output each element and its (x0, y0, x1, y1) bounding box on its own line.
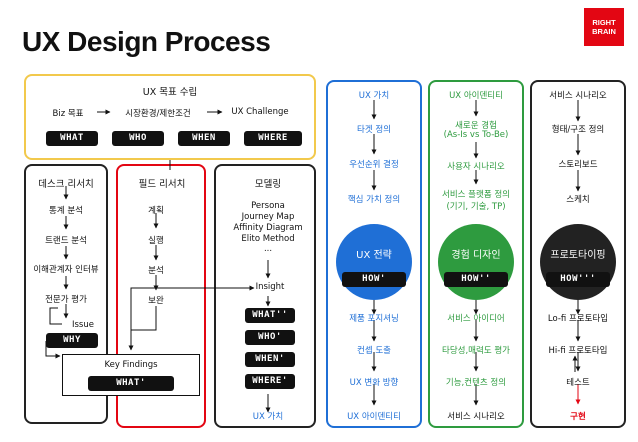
key-findings-box (62, 354, 200, 396)
experience-bottom-2: 타당성,매력도 평가 (442, 346, 510, 356)
goal-tag-when: WHEN (178, 131, 230, 146)
experience-bottom-3: 기능,컨텐츠 정의 (445, 378, 507, 388)
desk-step-3: 이해관계자 인터뷰 (33, 265, 99, 275)
desk-issue: Issue (72, 320, 94, 330)
desk-research-box (24, 164, 108, 424)
prototype-bottom-3: 테스트 (566, 378, 590, 388)
goal-tag-who: WHO (112, 131, 164, 146)
page-title: UX Design Process (22, 26, 271, 57)
desk-step-4: 전문가 평가 (45, 295, 87, 305)
prototype-top-2: 형태/구조 정의 (551, 125, 605, 135)
strategy-bottom-4: UX 아이덴티티 (347, 412, 401, 422)
experience-tag: HOW'' (444, 272, 508, 287)
modeling-line-4: Elito Method (241, 234, 295, 244)
prototype-box (530, 80, 626, 428)
modeling-line-2: Journey Map (241, 212, 295, 222)
goal-heading: UX 목표 수립 (142, 87, 198, 98)
strategy-top-3: 우선순위 결정 (349, 160, 399, 170)
strategy-tag: HOW' (342, 272, 406, 287)
prototype-top-4: 스케치 (566, 195, 590, 205)
desk-step-1: 통계 분석 (49, 206, 83, 216)
modeling-insight: Insight (255, 282, 285, 292)
modeling-tag-where: WHERE' (245, 374, 295, 389)
prototype-top-1: 서비스 시나리오 (549, 91, 607, 101)
prototype-top-3: 스토리보드 (558, 160, 598, 170)
logo-line-2: BRAIN (592, 27, 616, 36)
strategy-circle: UX 전략 (336, 224, 412, 300)
modeling-line-5: ... (263, 244, 273, 254)
strategy-bottom-2: 컨셉 도출 (357, 346, 391, 356)
prototype-bottom-4: 구현 (570, 412, 586, 422)
field-step-2: 실행 (148, 236, 164, 246)
field-research-box (116, 164, 206, 428)
desk-heading: 데스크 리서치 (38, 179, 94, 190)
field-heading: 필드 리서치 (138, 179, 186, 190)
goal-flow-2: 시장환경/제한조건 (125, 109, 191, 119)
experience-top-2: 새로운 경험 (455, 121, 497, 131)
strategy-bottom-3: UX 변화 방향 (349, 378, 399, 388)
goal-box (24, 74, 316, 160)
goal-flow-3: UX Challenge (231, 107, 289, 117)
experience-top-5: 서비스 플랫폼 정의 (442, 190, 510, 200)
strategy-bottom-1: 제품 포지셔닝 (349, 314, 399, 324)
key-findings-label: Key Findings (104, 360, 158, 370)
experience-circle: 경험 디자인 (438, 224, 514, 300)
experience-top-4: 사용자 시나리오 (447, 162, 505, 172)
modeling-tag-what: WHAT'' (245, 308, 295, 323)
prototype-circle: 프로토타이핑 (540, 224, 616, 300)
experience-box (428, 80, 524, 428)
prototype-tag: HOW''' (546, 272, 610, 287)
modeling-tag-who: WHO' (245, 330, 295, 345)
desk-step-2: 트랜드 분석 (45, 236, 87, 246)
field-step-4: 보완 (148, 296, 164, 306)
modeling-box (214, 164, 316, 428)
strategy-box (326, 80, 422, 428)
field-step-1: 계획 (148, 206, 164, 216)
prototype-bottom-1: Lo-fi 프로토타입 (547, 314, 609, 324)
goal-flow-1: Biz 목표 (52, 109, 84, 119)
desk-tag-why: WHY (46, 333, 98, 348)
strategy-top-2: 타겟 정의 (357, 125, 391, 135)
experience-top-3: (As-Is vs To-Be) (443, 130, 509, 140)
experience-top-1: UX 아이덴티티 (449, 91, 503, 101)
modeling-line-1: Persona (251, 201, 285, 211)
experience-top-6: (기기, 기술, TP) (446, 202, 506, 212)
logo-line-1: RIGHT (592, 18, 616, 27)
modeling-tag-when: WHEN' (245, 352, 295, 367)
experience-bottom-1: 서비스 아이디어 (447, 314, 505, 324)
strategy-top-1: UX 가치 (358, 91, 390, 101)
strategy-top-4: 핵심 가치 정의 (347, 195, 401, 205)
field-step-3: 분석 (148, 266, 164, 276)
modeling-line-3: Affinity Diagram (233, 223, 303, 233)
key-findings-tag: WHAT' (88, 376, 174, 391)
goal-tag-where: WHERE (244, 131, 302, 146)
brand-logo: RIGHT BRAIN (584, 8, 624, 46)
modeling-heading: 모델링 (254, 179, 282, 190)
goal-tag-what: WHAT (46, 131, 98, 146)
experience-bottom-4: 서비스 시나리오 (447, 412, 505, 422)
modeling-bottom-value: UX 가치 (252, 412, 284, 422)
prototype-bottom-2: Hi-fi 프로토타입 (548, 346, 608, 356)
